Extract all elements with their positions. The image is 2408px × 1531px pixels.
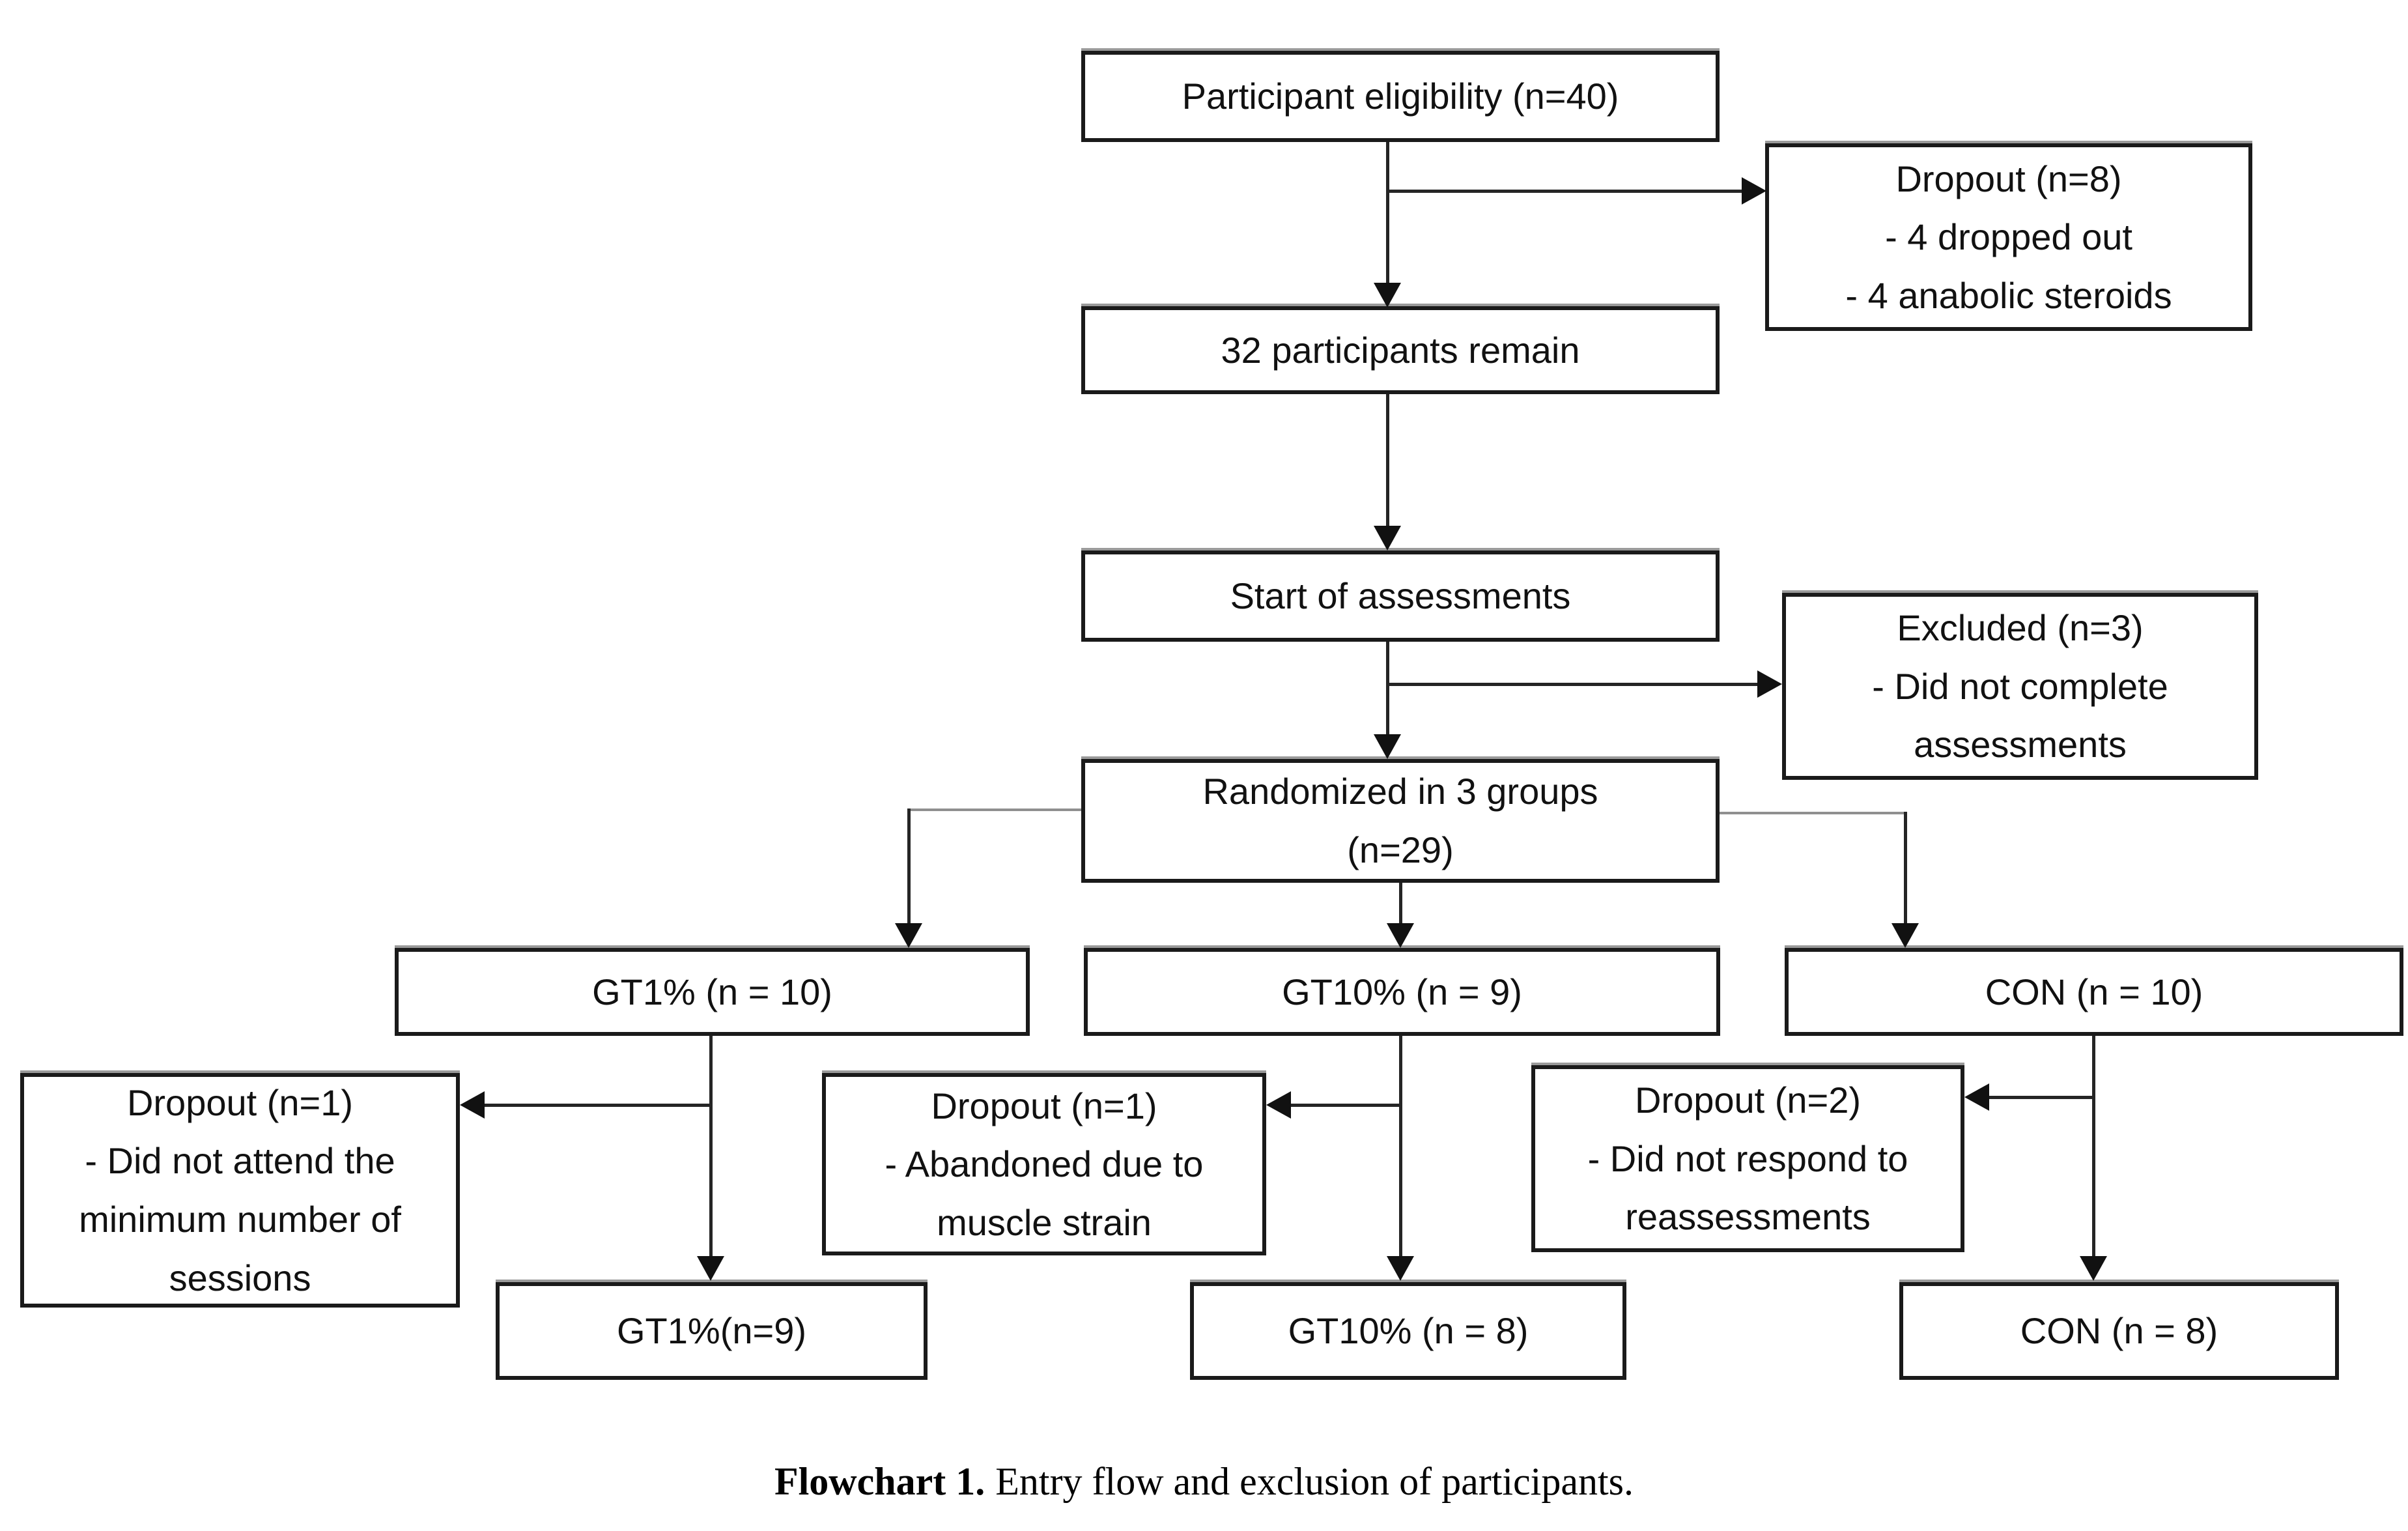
dropout-title: Dropout (n=2) — [1634, 1080, 1862, 1121]
dropout-title: Dropout (n=1) — [126, 1081, 354, 1123]
node-label: CON (n = 10) — [1985, 971, 2203, 1012]
arrowhead-down-icon — [697, 1256, 724, 1281]
node-label: Participant eligibility (n=40) — [1182, 76, 1619, 117]
node-participants-remain: 32 participants remain — [1081, 306, 1720, 394]
connector-con-dropout — [1988, 1096, 2093, 1099]
arrowhead-down-icon — [1387, 923, 1414, 948]
connector-gt10-dropout — [1290, 1104, 1400, 1107]
connector-start-randomized — [1386, 642, 1389, 736]
caption-label: Flowchart 1. — [774, 1460, 985, 1503]
node-dropout-gt1: Dropout (n=1) - Did not attend the minim… — [20, 1073, 460, 1308]
node-label: GT1%(n=9) — [617, 1310, 806, 1352]
connector-randomized-gt1-v — [907, 808, 911, 924]
arrowhead-down-icon — [1374, 526, 1401, 551]
connector-remain-start — [1386, 394, 1389, 527]
node-gt1-final: GT1%(n=9) — [496, 1282, 928, 1380]
connector-branch-excluded — [1386, 683, 1757, 686]
node-gt1: GT1% (n = 10) — [395, 948, 1030, 1036]
figure-caption: Flowchart 1.Entry flow and exclusion of … — [0, 1459, 2408, 1504]
dropout-title: Dropout (n=1) — [931, 1085, 1157, 1126]
randomized-line2: (n=29) — [1347, 829, 1454, 870]
node-randomized: Randomized in 3 groups (n=29) — [1081, 759, 1720, 883]
arrowhead-down-icon — [895, 923, 922, 948]
node-con: CON (n = 10) — [1785, 948, 2403, 1036]
node-dropout-top: Dropout (n=8) - 4 dropped out - 4 anabol… — [1765, 143, 2252, 331]
dropout-item: - 4 anabolic steroids — [1845, 274, 2172, 316]
connector-gt10-final — [1399, 1036, 1402, 1257]
arrowhead-down-icon — [1374, 734, 1401, 759]
dropout-item: - Did not attend the minimum number of s… — [79, 1140, 401, 1298]
randomized-line1: Randomized in 3 groups — [1202, 771, 1598, 812]
node-label: GT10% (n = 9) — [1282, 971, 1522, 1012]
arrowhead-left-icon — [1964, 1083, 1989, 1111]
node-gt10: GT10% (n = 9) — [1084, 948, 1720, 1036]
arrowhead-down-icon — [1891, 923, 1919, 948]
excluded-item: - Did not complete assessments — [1872, 665, 2168, 766]
node-label: 32 participants remain — [1221, 329, 1580, 371]
arrowhead-left-icon — [1266, 1091, 1291, 1119]
connector-randomized-gt1-h — [909, 808, 1081, 811]
dropout-item: - 4 dropped out — [1885, 216, 2132, 258]
connector-randomized-gt10 — [1399, 883, 1402, 924]
node-gt10-final: GT10% (n = 8) — [1190, 1282, 1626, 1380]
arrowhead-left-icon — [460, 1091, 485, 1119]
connector-eligibility-remain — [1386, 142, 1389, 284]
dropout-item: - Did not respond to reassessments — [1587, 1138, 1908, 1238]
node-label: CON (n = 8) — [2020, 1310, 2218, 1352]
node-dropout-con: Dropout (n=2) - Did not respond to reass… — [1531, 1065, 1964, 1252]
connector-randomized-con-v — [1904, 812, 1907, 924]
connector-randomized-con-h — [1720, 812, 1906, 814]
arrowhead-down-icon — [1387, 1256, 1414, 1281]
node-dropout-gt10: Dropout (n=1) - Abandoned due to muscle … — [822, 1073, 1266, 1255]
arrowhead-down-icon — [1374, 283, 1401, 308]
node-start-of-assessments: Start of assessments — [1081, 551, 1720, 642]
arrowhead-right-icon — [1757, 670, 1782, 698]
caption-text: Entry flow and exclusion of participants… — [995, 1460, 1634, 1503]
connector-branch-dropout-top — [1386, 190, 1743, 193]
node-excluded: Excluded (n=3) - Did not complete assess… — [1782, 593, 2258, 780]
connector-gt1-dropout — [483, 1104, 711, 1107]
node-label: GT1% (n = 10) — [592, 971, 832, 1012]
dropout-title: Dropout (n=8) — [1895, 158, 2122, 199]
connector-gt1-final — [709, 1036, 713, 1257]
excluded-title: Excluded (n=3) — [1897, 607, 2144, 649]
arrowhead-down-icon — [2080, 1256, 2107, 1281]
dropout-item: - Abandoned due to muscle strain — [885, 1143, 1204, 1243]
arrowhead-right-icon — [1742, 177, 1766, 205]
node-label: GT10% (n = 8) — [1288, 1310, 1529, 1352]
node-participant-eligibility: Participant eligibility (n=40) — [1081, 51, 1720, 142]
node-label: Start of assessments — [1230, 575, 1571, 617]
connector-con-final — [2092, 1036, 2095, 1257]
node-con-final: CON (n = 8) — [1899, 1282, 2339, 1380]
